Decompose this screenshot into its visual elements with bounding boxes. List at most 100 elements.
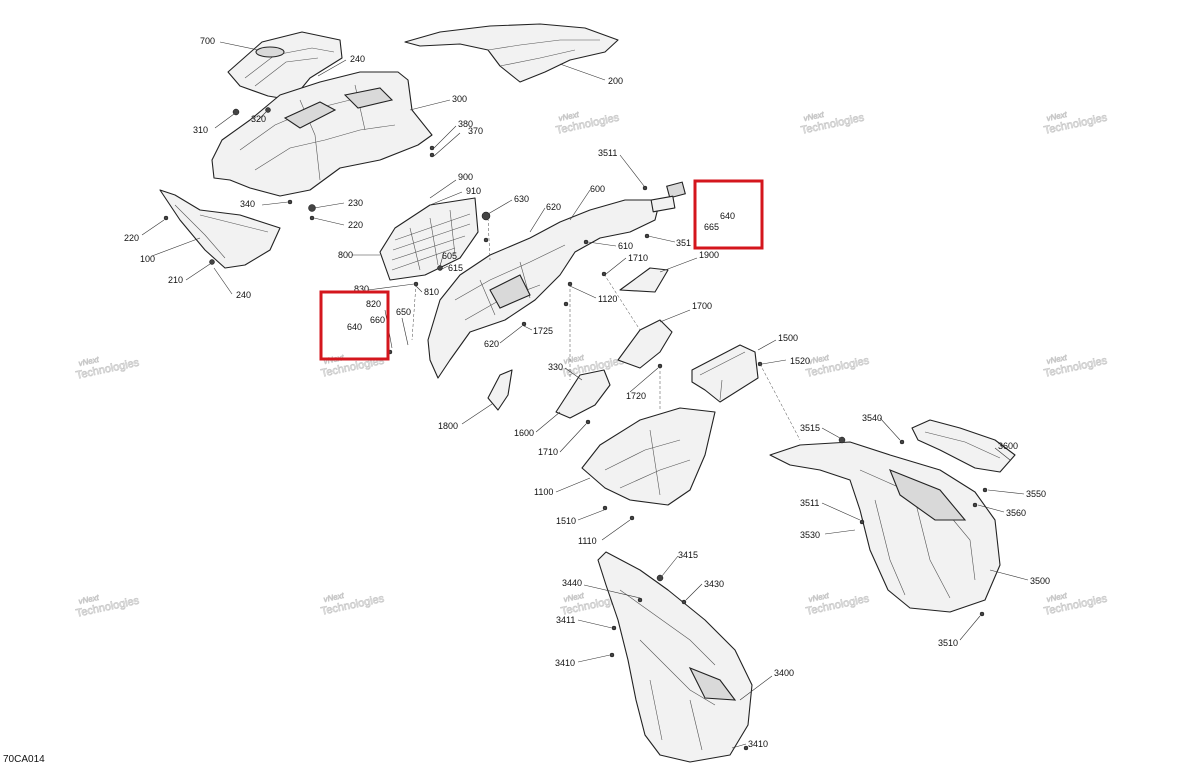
callouts: 700 240 300 310 320 380 370 200 340 230 … <box>124 36 1050 749</box>
callout-830: 830 <box>354 284 369 294</box>
watermark: vNext Technologies <box>805 590 871 618</box>
callout-640: 640 <box>720 211 735 221</box>
callout-240: 240 <box>236 290 251 300</box>
callout-3600: 3600 <box>998 441 1018 451</box>
callout-351: 351 <box>676 238 691 248</box>
part-3400-door-frame <box>597 551 753 763</box>
watermark: vNext Technologies <box>805 352 871 380</box>
callout-310: 310 <box>193 125 208 135</box>
callout-3510: 3510 <box>938 638 958 648</box>
callout-3500: 3500 <box>1030 576 1050 586</box>
callout-320: 320 <box>251 114 266 124</box>
callout-1500: 1500 <box>778 333 798 343</box>
callout-1800: 1800 <box>438 421 458 431</box>
drawing-code: 70CA014 <box>3 754 45 765</box>
callout-605: 605 <box>442 251 457 261</box>
callout-3430: 3430 <box>704 579 724 589</box>
callout-240: 240 <box>350 54 365 64</box>
leader-lines <box>141 41 1029 749</box>
callout-340: 340 <box>240 199 255 209</box>
callout-220: 220 <box>124 233 139 243</box>
watermark: vNext Technologies <box>320 352 386 380</box>
part-1900-bracket <box>619 267 669 293</box>
watermark: vNext Technologies <box>1043 352 1109 380</box>
callout-1600: 1600 <box>514 428 534 438</box>
callout-665: 665 <box>704 222 719 232</box>
callout-200: 200 <box>608 76 623 86</box>
fasteners <box>163 107 988 751</box>
highlight-box-640-665 <box>693 179 764 250</box>
callout-3515: 3515 <box>800 423 820 433</box>
callout-3410: 3410 <box>555 658 575 668</box>
callout-100: 100 <box>140 254 155 264</box>
callout-230: 230 <box>348 198 363 208</box>
callout-210: 210 <box>168 275 183 285</box>
highlight-boxes <box>319 179 764 361</box>
callout-1700: 1700 <box>692 301 712 311</box>
callout-3540: 3540 <box>862 413 882 423</box>
callout-600: 600 <box>590 184 605 194</box>
callout-330: 330 <box>548 362 563 372</box>
callout-3440: 3440 <box>562 578 582 588</box>
callout-1120: 1120 <box>598 294 617 304</box>
part-1500-box <box>691 344 759 403</box>
part-600-dashboard <box>427 199 661 379</box>
part-3600-cover <box>911 419 1016 473</box>
callout-3511: 3511 <box>800 498 819 508</box>
callout-1110: 1110 <box>578 536 597 546</box>
callout-3411: 3411 <box>556 615 575 625</box>
callout-640: 640 <box>347 322 362 332</box>
highlight-box-820-640 <box>319 290 390 361</box>
part-3500-door-frame <box>769 441 1001 613</box>
callout-660: 660 <box>370 315 385 325</box>
part-1600-bracket <box>555 369 611 419</box>
callout-810: 810 <box>424 287 439 297</box>
watermark: vNext Technologies <box>555 109 621 137</box>
callout-3560: 3560 <box>1006 508 1026 518</box>
callout-1100: 1100 <box>534 487 553 497</box>
part-200-windshield <box>404 23 619 83</box>
part-1700-bracket <box>617 319 673 369</box>
callout-3400: 3400 <box>774 668 794 678</box>
watermark: vNext Technologies <box>800 109 866 137</box>
callout-1710: 1710 <box>628 253 648 263</box>
parts <box>159 23 1016 763</box>
watermark: vNext Technologies <box>320 590 386 618</box>
callout-1520: 1520 <box>790 356 810 366</box>
callout-3415: 3415 <box>678 550 698 560</box>
callout-650: 650 <box>396 307 411 317</box>
callout-1725: 1725 <box>533 326 553 336</box>
callout-900: 900 <box>458 172 473 182</box>
callout-3550: 3550 <box>1026 489 1046 499</box>
callout-1720: 1720 <box>626 391 646 401</box>
callout-3511: 3511 <box>598 148 617 158</box>
callout-700: 700 <box>200 36 215 46</box>
callout-620: 620 <box>546 202 561 212</box>
callout-300: 300 <box>452 94 467 104</box>
part-300-dash-frame <box>211 71 433 197</box>
callout-800: 800 <box>338 250 353 260</box>
part-800-grille <box>379 197 479 281</box>
part-700-top-cover <box>227 31 343 101</box>
watermark: vNext Technologies <box>75 354 141 382</box>
callout-1710: 1710 <box>538 447 558 457</box>
callout-1900: 1900 <box>699 250 719 260</box>
callout-3410: 3410 <box>748 739 768 749</box>
callout-220: 220 <box>348 220 363 230</box>
part-100-side-panel <box>159 189 281 269</box>
watermark: vNext Technologies <box>1043 590 1109 618</box>
callout-3530: 3530 <box>800 530 820 540</box>
watermark: vNext Technologies <box>1043 109 1109 137</box>
part-1800-bracket <box>487 369 513 411</box>
callout-380: 380 <box>458 119 473 129</box>
callout-820: 820 <box>366 299 381 309</box>
callout-615: 615 <box>448 263 463 273</box>
watermark: vNext Technologies <box>75 592 141 620</box>
callout-910: 910 <box>466 186 481 196</box>
callout-630: 630 <box>514 194 529 204</box>
callout-1510: 1510 <box>556 516 576 526</box>
callout-610: 610 <box>618 241 633 251</box>
callout-370: 370 <box>468 126 483 136</box>
callout-620: 620 <box>484 339 499 349</box>
